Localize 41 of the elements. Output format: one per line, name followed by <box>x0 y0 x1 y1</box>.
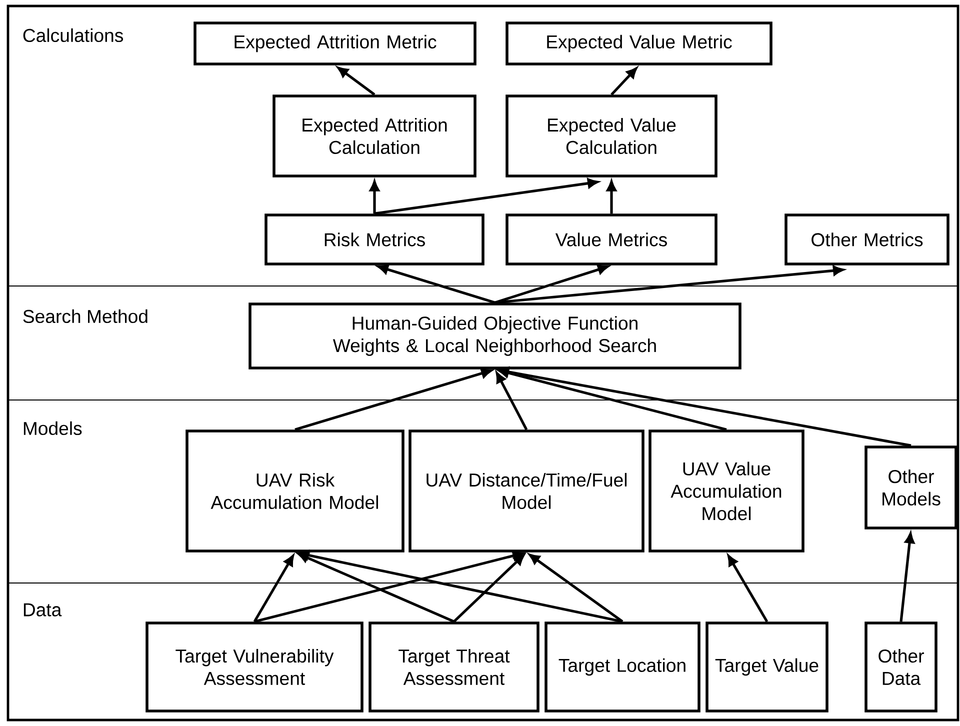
arrow <box>498 366 912 447</box>
process-box: Target Threat Assessment <box>368 622 540 712</box>
process-box: Expected Value Calculation <box>506 94 718 178</box>
arrow <box>298 550 623 623</box>
process-box: Target Vulnerability Assessment <box>146 622 364 712</box>
arrow <box>496 372 528 430</box>
band-label: Search Method <box>23 309 148 324</box>
arrow <box>610 68 638 96</box>
band-label: Calculations <box>23 28 124 42</box>
arrow <box>498 368 727 431</box>
arrow <box>453 554 524 623</box>
arrow <box>294 368 492 431</box>
process-box: Target Location <box>544 622 700 712</box>
process-box: Expected Attrition Calculation <box>272 94 476 178</box>
process-box: Value Metrics <box>506 214 718 266</box>
process-box: Target Value <box>706 622 828 712</box>
arrow <box>494 266 844 304</box>
arrow <box>370 180 380 214</box>
arrow <box>253 555 294 622</box>
arrow <box>338 66 376 96</box>
process-box: UAV Risk Accumulation Model <box>186 430 404 552</box>
process-box: Expected Value Metric <box>506 22 772 66</box>
arrow <box>728 555 768 622</box>
process-box: Human-Guided Objective Function Weights & Local Neighborhood Search <box>248 302 742 370</box>
process-box: UAV Distance/Time/Fuel Model <box>408 430 644 552</box>
arrow <box>378 264 496 304</box>
process-box: UAV Value Accumulation Model <box>648 430 804 552</box>
arrow <box>529 554 624 623</box>
process-box: Other Metrics <box>784 214 950 266</box>
arrow <box>494 264 608 304</box>
process-box: Other Models <box>864 446 958 530</box>
band-label: Models <box>24 421 82 436</box>
band-label: Data <box>24 603 62 616</box>
process-box: Other Data <box>864 622 938 712</box>
arrow <box>606 180 616 214</box>
arrow <box>254 550 524 623</box>
process-box: Expected Attrition Metric <box>194 22 476 66</box>
arrow <box>900 532 914 622</box>
arrow <box>374 178 598 215</box>
arrow <box>298 552 455 623</box>
process-box: Risk Metrics <box>264 214 484 266</box>
